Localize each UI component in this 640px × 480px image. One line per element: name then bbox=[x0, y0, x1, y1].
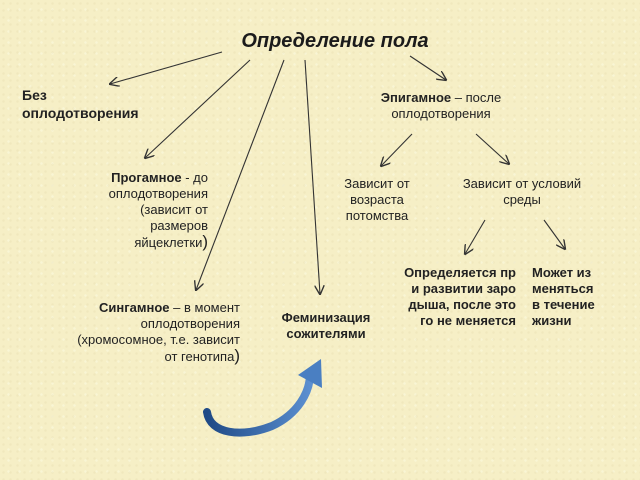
node-progamnoe-paren: ) bbox=[202, 232, 208, 251]
node-opredelyaetsya: Определяется при развитии зародыша, посл… bbox=[404, 265, 516, 328]
node-epigamnoe: Эпигамное – после оплодотворения bbox=[376, 90, 506, 122]
node-singamnoe: Сингамное – в момент оплодотворения (хро… bbox=[62, 300, 240, 365]
curved-arrow bbox=[203, 359, 322, 437]
node-epigamnoe-term: Эпигамное bbox=[380, 90, 452, 105]
node-feminizatsiya: Феминизация сожителями bbox=[281, 310, 371, 341]
arrow-to-feminizatsiya bbox=[304, 59, 320, 294]
node-progamnoe: Прогамное - до оплодотворения (зависит о… bbox=[80, 170, 208, 251]
node-singamnoe-paren: ) bbox=[234, 346, 240, 365]
node-progamnoe-term: Прогамное bbox=[111, 170, 182, 185]
arrow-to-usloviya bbox=[475, 133, 509, 164]
page-title: Определение пола bbox=[241, 30, 429, 52]
node-singamnoe-text: – в момент оплодотворения (хромосомное, … bbox=[77, 300, 240, 364]
arrow-to-vozrast bbox=[381, 133, 413, 166]
arrow-to-mozhet bbox=[543, 219, 565, 249]
arrow-to-epigamnoe bbox=[409, 55, 446, 80]
arrow-to-opredelyaetsya bbox=[465, 219, 486, 254]
arrow-to-bez bbox=[110, 51, 223, 84]
node-epigamnoe-text: – после оплодотворения bbox=[391, 90, 502, 121]
node-progamnoe-text: - до оплодотворения (зависит от размеров… bbox=[108, 170, 208, 250]
node-bez-oplodotvoreniya: Без оплодотворения bbox=[22, 87, 139, 121]
arrow-to-progamnoe bbox=[145, 59, 251, 158]
node-mozhet-izmenyatsya: Может изменяться в течение жизни bbox=[532, 265, 595, 328]
node-singamnoe-term: Сингамное bbox=[99, 300, 170, 315]
arrow-to-singamnoe bbox=[196, 59, 285, 290]
node-zavisit-usloviya: Зависит от условий среды bbox=[462, 176, 582, 207]
node-zavisit-vozrast: Зависит от возраста потомства bbox=[344, 176, 410, 223]
